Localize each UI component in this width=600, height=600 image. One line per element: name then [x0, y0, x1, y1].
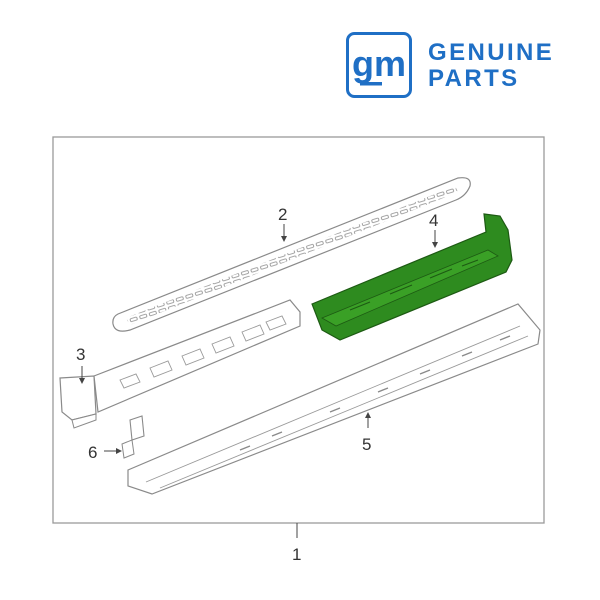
brand-line-parts: PARTS [428, 65, 520, 92]
gm-logo-text: gm [352, 43, 406, 84]
part-2-step-pad [112, 177, 471, 332]
callout-2: 2 [278, 205, 287, 224]
part-3-end-cap [59, 375, 97, 429]
brand-line-genuine: GENUINE [428, 39, 555, 66]
callout-5: 5 [362, 435, 371, 454]
part-6-bracket [121, 415, 145, 459]
mounting-bracket-rail [93, 299, 301, 413]
part-4-reinforcement-highlighted [311, 213, 513, 341]
gm-logo-icon: gm [346, 32, 412, 98]
callout-1: 1 [292, 545, 301, 564]
callout-4: 4 [429, 211, 438, 230]
callout-3: 3 [76, 345, 85, 364]
part-5-rocker-panel [127, 303, 541, 495]
callout-6: 6 [88, 443, 97, 462]
diagram-frame [52, 136, 545, 524]
